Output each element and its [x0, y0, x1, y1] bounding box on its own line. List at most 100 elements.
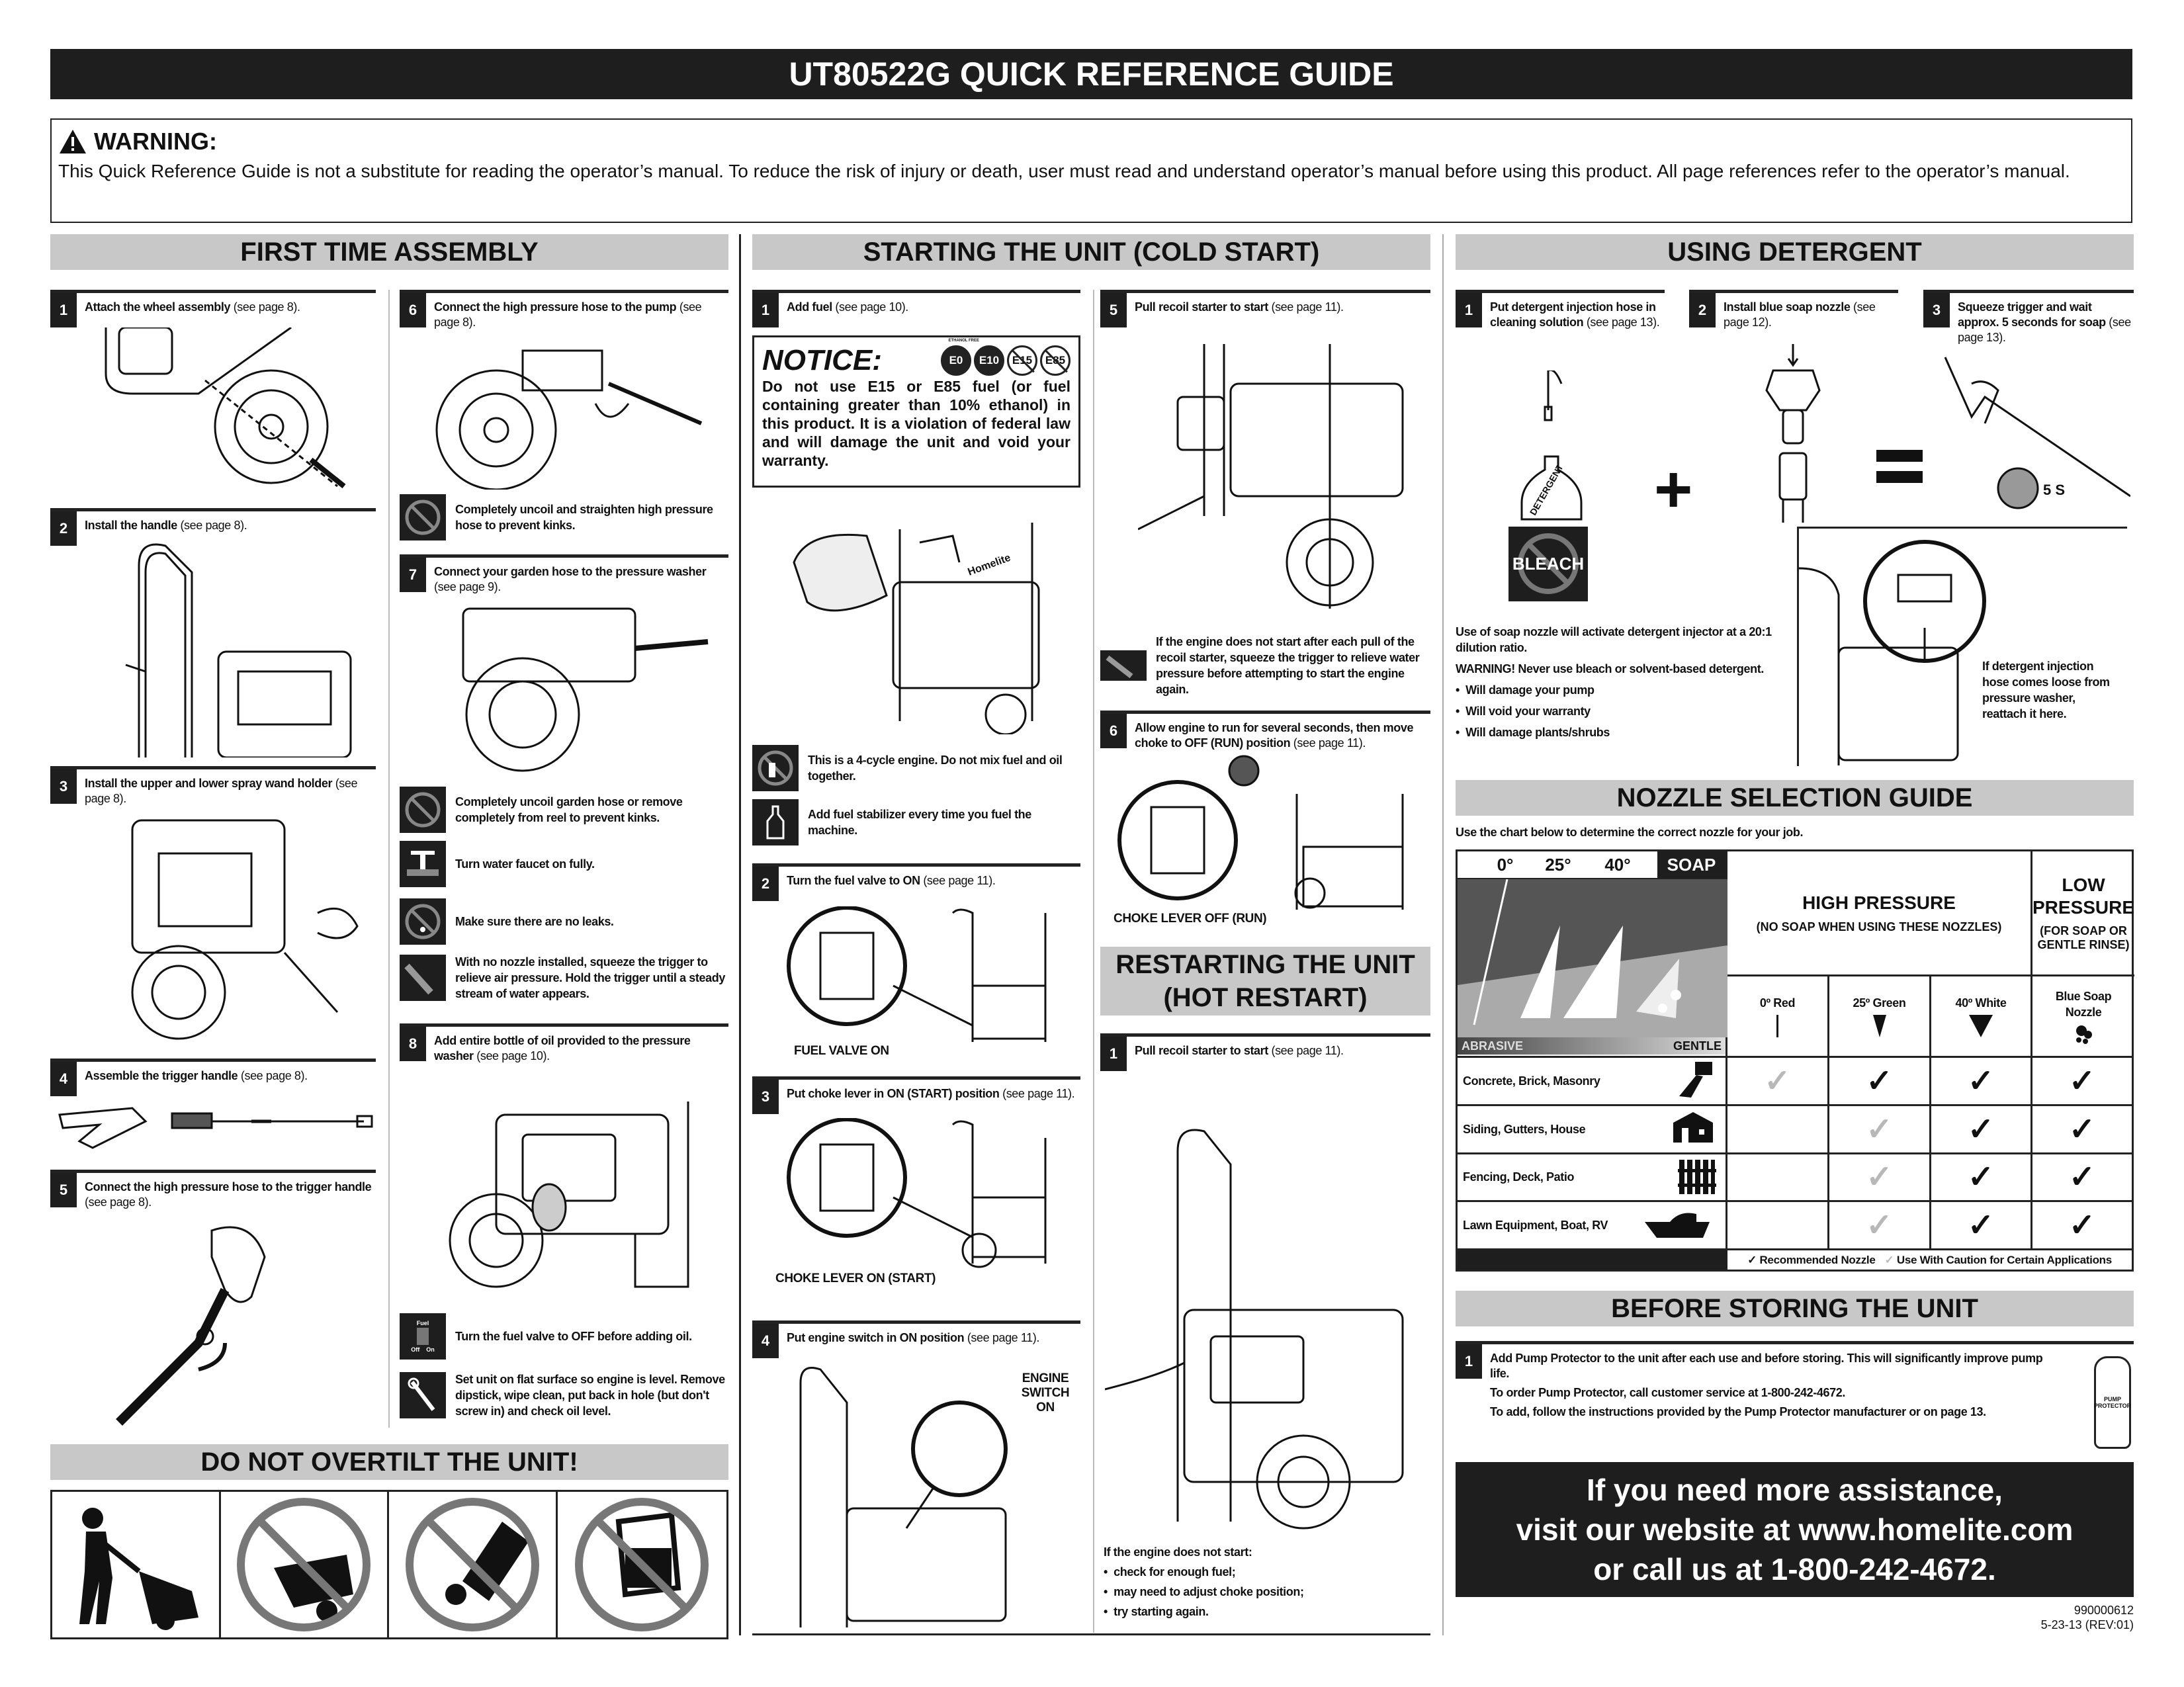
step-number: 1	[1100, 1037, 1127, 1071]
detergent-bottle-label: DETERGENT	[1528, 462, 1565, 517]
storing-line: Add Pump Protector to the unit after eac…	[1490, 1352, 2043, 1380]
surface-label: Fencing, Deck, Patio	[1463, 1170, 1575, 1184]
no-leak-icon	[400, 898, 446, 945]
section-header-hot-restart: RESTARTING THE UNIT (HOT RESTART)	[1100, 947, 1430, 1016]
detergent-bullet: • Will void your warranty	[1456, 705, 1591, 718]
nozzle-column-headers: 0º Red 25º Green 40º White Blue Soap Noz…	[1727, 974, 2135, 1056]
assembly-step-4: 4 Assemble the trigger handle (see page …	[50, 1059, 376, 1096]
detergent-bullet: • Will damage plants/shrubs	[1456, 726, 1610, 739]
column-header-0-red: 0º Red	[1727, 976, 1829, 1056]
step-page-ref: (see page 11).	[1002, 1087, 1075, 1100]
spray-wand-holder-illustration	[131, 819, 359, 1040]
legend-caution-text: Use With Caution for Certain Application…	[1896, 1253, 2112, 1266]
no-start-intro: If the engine does not start:	[1104, 1545, 1252, 1559]
nozzle-mark-cell: ✓	[1829, 1154, 1931, 1201]
nozzle-mark-cell: ✓	[1931, 1154, 2032, 1201]
step-text: Allow engine to run for several seconds,…	[1127, 714, 1430, 751]
assembly-tip-squeeze-trigger: With no nozzle installed, squeeze the tr…	[400, 954, 728, 1002]
step-text: Put choke lever in ON (START) position (…	[779, 1080, 1075, 1102]
part-number: 990000612	[2074, 1604, 2134, 1617]
step-page-ref: (see page 8).	[434, 300, 702, 329]
nozzle-mark-cell	[1727, 1202, 1829, 1248]
soap-bubbles-icon	[2076, 1025, 2093, 1044]
column-divider	[739, 234, 741, 1635]
bullet-text: Will damage plants/shrubs	[1465, 726, 1610, 739]
step-text: Turn the fuel valve to ON (see page 11).	[779, 867, 996, 888]
recommended-check-icon: ✓	[1967, 1208, 1995, 1244]
cold-start-tip-stabilizer: Add fuel stabilizer every time you fuel …	[752, 799, 1080, 845]
step-number: 2	[1689, 293, 1716, 327]
no-start-item-text: try starting again.	[1114, 1605, 1209, 1618]
engine-switch-on-caption: ENGINE SWITCH ON	[1021, 1371, 1070, 1414]
tip-text: This is a 4-cycle engine. Do not mix fue…	[808, 754, 1063, 783]
step-action: Pull recoil starter to start	[1135, 1044, 1268, 1057]
detergent-step-2: 2 Install blue soap nozzle (see page 12)…	[1689, 290, 1898, 330]
assembly-step-3: 3 Install the upper and lower spray wand…	[50, 766, 376, 806]
step-text: Put engine switch in ON position (see pa…	[779, 1324, 1039, 1346]
cold-start-step-6: 6 Allow engine to run for several second…	[1100, 711, 1430, 751]
step-action: Pull recoil starter to start	[1135, 300, 1268, 314]
step-number: 4	[50, 1062, 77, 1096]
tip-text: Set unit on flat surface so engine is le…	[455, 1373, 725, 1418]
overtilt-panel	[50, 1490, 728, 1639]
column-header-25-green: 25º Green	[1829, 976, 1931, 1056]
fuel-valve-on-caption: FUEL VALVE ON	[794, 1044, 889, 1058]
nozzle-mark-cell: ✓	[1931, 1058, 2032, 1104]
caution-check-icon: ✓	[1866, 1111, 1893, 1147]
high-pressure-header: HIGH PRESSURE (NO SOAP WHEN USING THESE …	[1727, 851, 2032, 974]
nozzle-mark-cell	[1727, 1105, 1829, 1152]
nozzle-header-right: HIGH PRESSURE (NO SOAP WHEN USING THESE …	[1727, 851, 2135, 1056]
degree-label: 25°	[1545, 854, 1571, 875]
caution-check-icon: ✓	[1884, 1253, 1894, 1266]
assistance-phone-line[interactable]: or call us at 1-800-242-4672.	[1593, 1552, 1996, 1586]
abrasive-gentle-scale: ABRASIVE GENTLE	[1458, 1037, 1725, 1055]
assistance-website-line[interactable]: visit our website at www.homelite.com	[1516, 1512, 2074, 1547]
tip-text: Completely uncoil garden hose or remove …	[455, 795, 683, 824]
step-number: 3	[752, 1080, 779, 1114]
no-start-item: • may need to adjust choke position;	[1104, 1585, 1304, 1598]
step-page-ref: (see page 11).	[923, 874, 996, 887]
brand-label: Homelite	[967, 552, 1012, 578]
cold-start-tip-4-cycle: This is a 4-cycle engine. Do not mix fue…	[752, 745, 1080, 791]
assembly-tip-leaks: Make sure there are no leaks.	[400, 898, 728, 945]
cold-start-step-5: 5 Pull recoil starter to start (see page…	[1100, 290, 1430, 327]
step-action: Install the upper and lower spray wand h…	[85, 777, 333, 790]
nozzle-table-row: Lawn Equipment, Boat, RV✓✓✓	[1456, 1202, 2134, 1250]
nozzle-mark-cell: ✓	[2032, 1106, 2132, 1152]
revision-date: 5-23-13 (REV:01)	[2040, 1618, 2134, 1631]
detergent-reattach-panel: If detergent injection hose comes loose …	[1797, 527, 2127, 766]
boat-icon	[1643, 1207, 1716, 1244]
step-number: 1	[1456, 293, 1482, 327]
step-page-ref: (see page 10).	[835, 300, 908, 314]
nozzle-selection-table: 0° 25° 40° SOAP ABRASIVE GENTLE HIGH PRE…	[1456, 849, 2135, 1058]
reattach-note: If detergent injection hose comes loose …	[1982, 660, 2110, 720]
caution-check-icon: ✓	[1866, 1208, 1893, 1244]
hot-restart-no-start-tips: If the engine does not start: • check fo…	[1104, 1544, 1428, 1620]
water-faucet-icon	[400, 841, 446, 887]
step-action: Install the handle	[85, 519, 177, 532]
section-header-nozzle: NOZZLE SELECTION GUIDE	[1456, 780, 2134, 816]
column-bottom-rule	[752, 1633, 1430, 1635]
low-pressure-title: LOW PRESSURE	[2032, 875, 2135, 918]
no-bleach-icon: BLEACH	[1508, 527, 1588, 601]
nozzle-mark-cell: ✓	[2032, 1202, 2132, 1248]
step-number: 5	[1100, 293, 1127, 327]
step-action: Attach the wheel assembly	[85, 300, 231, 314]
hot-restart-step-1: 1 Pull recoil starter to start (see page…	[1100, 1033, 1430, 1071]
masonry-trowel-icon	[1677, 1059, 1716, 1102]
legend-bar-fill	[1458, 1250, 1727, 1270]
nozzle-mark-cell	[1727, 1154, 1829, 1201]
e85-prohibited-badge: E85	[1040, 345, 1070, 376]
engine-switch-illustration	[799, 1367, 1008, 1627]
nozzle-spray-patterns-illustration	[1458, 879, 1727, 1037]
nozzle-mark-cell: ✓	[1931, 1202, 2032, 1248]
no-overtilt-icon	[405, 1498, 539, 1631]
recommended-check-icon: ✓	[1967, 1063, 1995, 1099]
no-kink-hose-icon	[400, 787, 446, 833]
cold-start-tip-relieve-pressure: If the engine does not start after each …	[1100, 634, 1430, 697]
recommended-check-icon: ✓	[1866, 1063, 1893, 1099]
detergent-warning-text: WARNING! Never use bleach or solvent-bas…	[1456, 662, 1764, 675]
step-number: 1	[1456, 1344, 1482, 1379]
squeeze-trigger-illustration: 5 S	[1944, 357, 2130, 509]
